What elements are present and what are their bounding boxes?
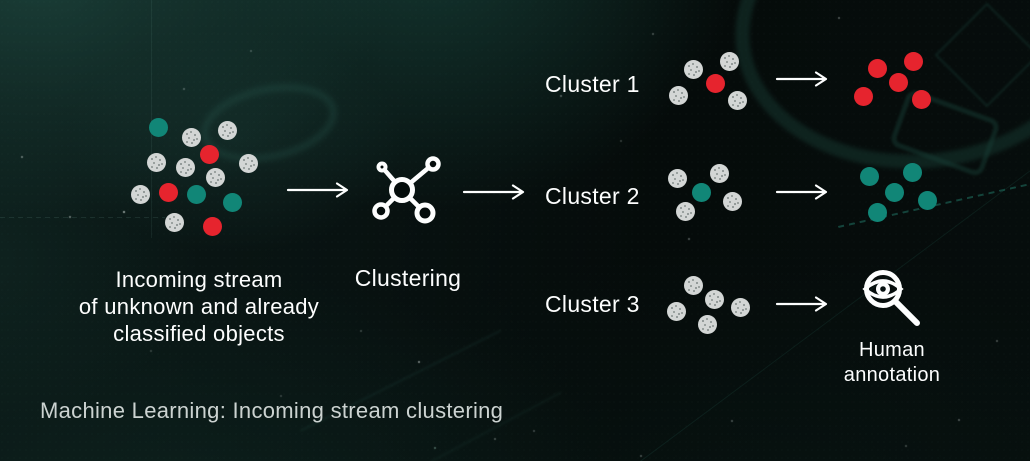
gray-object-dot — [217, 120, 237, 140]
human-annotation-label-line: annotation — [843, 364, 941, 386]
diagram-caption: Machine Learning: Incoming stream cluste… — [40, 398, 504, 423]
teal-object-dot — [917, 190, 937, 210]
red-object-dot — [199, 144, 219, 164]
incoming-stream-label-line: Incoming stream — [115, 267, 283, 292]
background-dashed-diagonal-line — [838, 183, 1030, 228]
background-circuit-rect — [888, 88, 1002, 178]
network-cluster-icon — [372, 156, 441, 224]
red-object-dot — [903, 51, 923, 71]
gray-object-dot — [727, 90, 747, 110]
gray-object-dot — [205, 167, 225, 187]
gray-object-dot — [722, 191, 742, 211]
incoming-stream-label: Incoming stream of unknown and already c… — [39, 266, 359, 347]
human-annotation-label: Human annotation — [812, 338, 972, 388]
teal-object-dot — [902, 162, 922, 182]
cluster-3-label: Cluster 3 — [545, 291, 640, 317]
gray-object-dot — [675, 201, 695, 221]
red-object-dot — [853, 86, 873, 106]
red-object-dot — [888, 72, 908, 92]
incoming-stream-label-line: of unknown and already — [78, 294, 320, 319]
arrow-icon — [462, 184, 525, 200]
gray-object-dot — [238, 153, 258, 173]
arrow-icon — [775, 184, 828, 200]
background-dashed-line — [0, 217, 165, 218]
background-vertical-line — [151, 0, 152, 238]
background-star-speckles — [0, 0, 2, 2]
red-object-dot — [202, 216, 222, 236]
cluster-1-label: Cluster 1 — [545, 71, 640, 97]
gray-object-dot — [730, 297, 750, 317]
gray-object-dot — [667, 168, 687, 188]
teal-object-dot — [186, 184, 206, 204]
gray-object-dot — [130, 184, 150, 204]
background-ellipse-glow — [193, 72, 345, 174]
arrow-icon — [286, 182, 349, 198]
gray-object-dot — [683, 59, 703, 79]
teal-object-dot — [859, 166, 879, 186]
arrow-icon — [775, 71, 828, 87]
teal-object-dot — [691, 182, 711, 202]
eye-magnifier-icon — [862, 270, 920, 326]
clustering-label: Clustering — [354, 265, 462, 291]
red-object-dot — [867, 58, 887, 78]
gray-object-dot — [719, 51, 739, 71]
background-circuit-ellipse — [721, 0, 1030, 187]
gray-object-dot — [668, 85, 688, 105]
arrow-icon — [775, 296, 828, 312]
gray-object-dot — [697, 314, 717, 334]
teal-object-dot — [867, 202, 887, 222]
incoming-stream-label-line: classified objects — [113, 321, 285, 346]
teal-object-dot — [222, 192, 242, 212]
red-object-dot — [158, 182, 178, 202]
gray-object-dot — [709, 163, 729, 183]
human-annotation-label-line: Human — [859, 339, 925, 361]
teal-object-dot — [884, 182, 904, 202]
gray-object-dot — [704, 289, 724, 309]
gray-object-dot — [683, 275, 703, 295]
gray-object-dot — [164, 212, 184, 232]
gray-object-dot — [175, 157, 195, 177]
gray-object-dot — [666, 301, 686, 321]
teal-object-dot — [148, 117, 168, 137]
cluster-2-label: Cluster 2 — [545, 183, 640, 209]
gray-object-dot — [146, 152, 166, 172]
red-object-dot — [911, 89, 931, 109]
background-diagonal-line — [640, 169, 1030, 461]
red-object-dot — [705, 73, 725, 93]
background-circuit-diamond — [934, 2, 1030, 108]
gray-object-dot — [181, 127, 201, 147]
